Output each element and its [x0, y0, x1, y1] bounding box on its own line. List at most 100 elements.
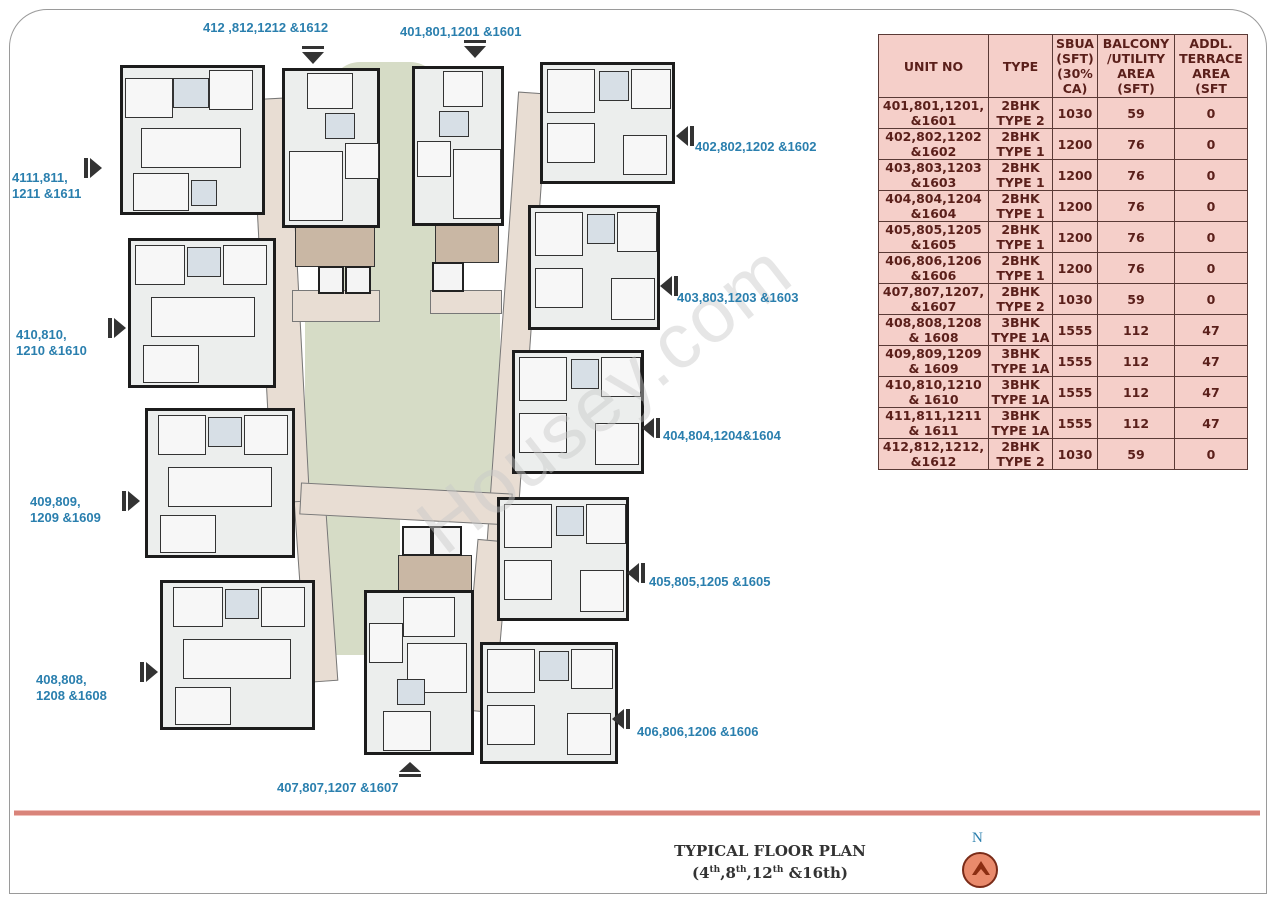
cell-sbua: 1200 [1052, 159, 1098, 191]
bedroom [417, 141, 451, 177]
north-chevron-icon [972, 861, 990, 875]
cell-terrace: 0 [1174, 221, 1248, 253]
living [535, 212, 583, 256]
cell-type-text: 3BHK [1001, 377, 1040, 392]
cell-unit-no-text: &1605 [910, 237, 957, 252]
kitchen [580, 570, 624, 612]
cell-unit-no-text: & 1610 [908, 392, 959, 407]
label-unit-410-line1: 410,810, [16, 327, 67, 342]
cell-terrace: 47 [1174, 314, 1248, 346]
cell-sbua: 1030 [1052, 283, 1098, 315]
cell-sbua: 1200 [1052, 221, 1098, 253]
cell-type-text: 3BHK [1001, 315, 1040, 330]
page-frame [9, 9, 1267, 893]
cell-unit-no: 409,809,1209& 1609 [878, 345, 989, 377]
cell-sbua-text: 1555 [1057, 353, 1093, 369]
cell-type-text: 2BHK [1001, 222, 1040, 237]
cell-type-text: TYPE 2 [996, 299, 1045, 314]
unit-406 [480, 642, 618, 764]
cell-sbua-text: 1200 [1057, 260, 1093, 276]
floor-4: 4 [699, 864, 710, 882]
cell-type-text: TYPE 1 [996, 144, 1045, 159]
floor-16: &16th [788, 864, 841, 882]
cell-unit-no: 406,806,1206&1606 [878, 252, 989, 284]
cell-sbua: 1555 [1052, 407, 1098, 439]
bedroom [383, 711, 431, 751]
header-terrace-line: ADDL. [1189, 36, 1233, 51]
entry-arrow-407-icon [399, 762, 421, 777]
toilet [225, 589, 259, 619]
cell-unit-no-text: 402,802,1202 [885, 129, 982, 144]
cell-type-text: TYPE 1A [991, 423, 1050, 438]
header-balcony-line: /UTILITY [1106, 51, 1166, 66]
cell-terrace-text: 47 [1202, 384, 1220, 400]
bedroom [143, 345, 199, 383]
cell-terrace: 0 [1174, 438, 1248, 470]
unit-403 [528, 205, 660, 330]
bedroom [571, 649, 613, 689]
cell-terrace-text: 0 [1206, 105, 1216, 121]
bedroom [601, 357, 641, 397]
cell-unit-no-text: & 1609 [908, 361, 959, 376]
staircase-right [435, 225, 499, 263]
bedroom [504, 560, 552, 600]
cell-unit-no: 411,811,1211& 1611 [878, 407, 989, 439]
bedroom [345, 143, 379, 179]
bedroom [547, 123, 595, 163]
entry-arrow-409-icon [122, 491, 140, 511]
label-unit-406: 406,806,1206 &1606 [637, 724, 759, 739]
toilet [208, 417, 242, 447]
toilet [397, 679, 425, 705]
cell-type-text: TYPE 1 [996, 237, 1045, 252]
cell-balcony-text: 112 [1122, 384, 1150, 400]
cell-terrace-text: 0 [1206, 167, 1216, 183]
unit-410 [128, 238, 276, 388]
cell-unit-no-text: 403,803,1203 [885, 160, 982, 175]
cell-sbua: 1200 [1052, 252, 1098, 284]
cell-terrace: 0 [1174, 283, 1248, 315]
floor-plan: Housey.com 412 ,812,1212 &1612 401,801,1… [12, 20, 816, 795]
cell-terrace-text: 47 [1202, 415, 1220, 431]
living [519, 357, 567, 401]
cell-sbua-text: 1030 [1057, 446, 1093, 462]
cell-unit-no-text: 411,811,1211 [885, 408, 982, 423]
header-balcony-line: AREA [1117, 66, 1155, 81]
toilet [599, 71, 629, 101]
cell-sbua-text: 1555 [1057, 384, 1093, 400]
table-header-row: UNIT NO TYPE SBUA (SFT) (30% CA) BALCONY… [878, 34, 1248, 98]
bedroom [487, 705, 535, 745]
cell-type-text: TYPE 1 [996, 175, 1045, 190]
floor-suffix: th [709, 865, 721, 875]
lift-bottom-2 [432, 526, 462, 556]
cell-unit-no: 410,810,1210& 1610 [878, 376, 989, 408]
cell-sbua: 1555 [1052, 376, 1098, 408]
cell-type-text: 3BHK [1001, 408, 1040, 423]
bedroom [223, 245, 267, 285]
cell-unit-no-text: 404,804,1204 [885, 191, 982, 206]
cell-sbua: 1200 [1052, 190, 1098, 222]
cell-sbua: 1555 [1052, 345, 1098, 377]
bedroom [244, 415, 288, 455]
cell-type-text: 2BHK [1001, 98, 1040, 113]
unit-404 [512, 350, 644, 474]
living [183, 639, 291, 679]
cell-balcony-text: 76 [1127, 229, 1145, 245]
cell-type-text: 2BHK [1001, 191, 1040, 206]
label-unit-409-line2: 1209 &1609 [30, 510, 101, 525]
bedroom [158, 415, 206, 455]
cell-unit-no-text: 401,801,1201, [882, 98, 985, 113]
cell-terrace-text: 0 [1206, 229, 1216, 245]
label-unit-408-line2: 1208 &1608 [36, 688, 107, 703]
cell-unit-no-text: 405,805,1205 [885, 222, 982, 237]
entry-arrow-401-icon [464, 40, 486, 58]
